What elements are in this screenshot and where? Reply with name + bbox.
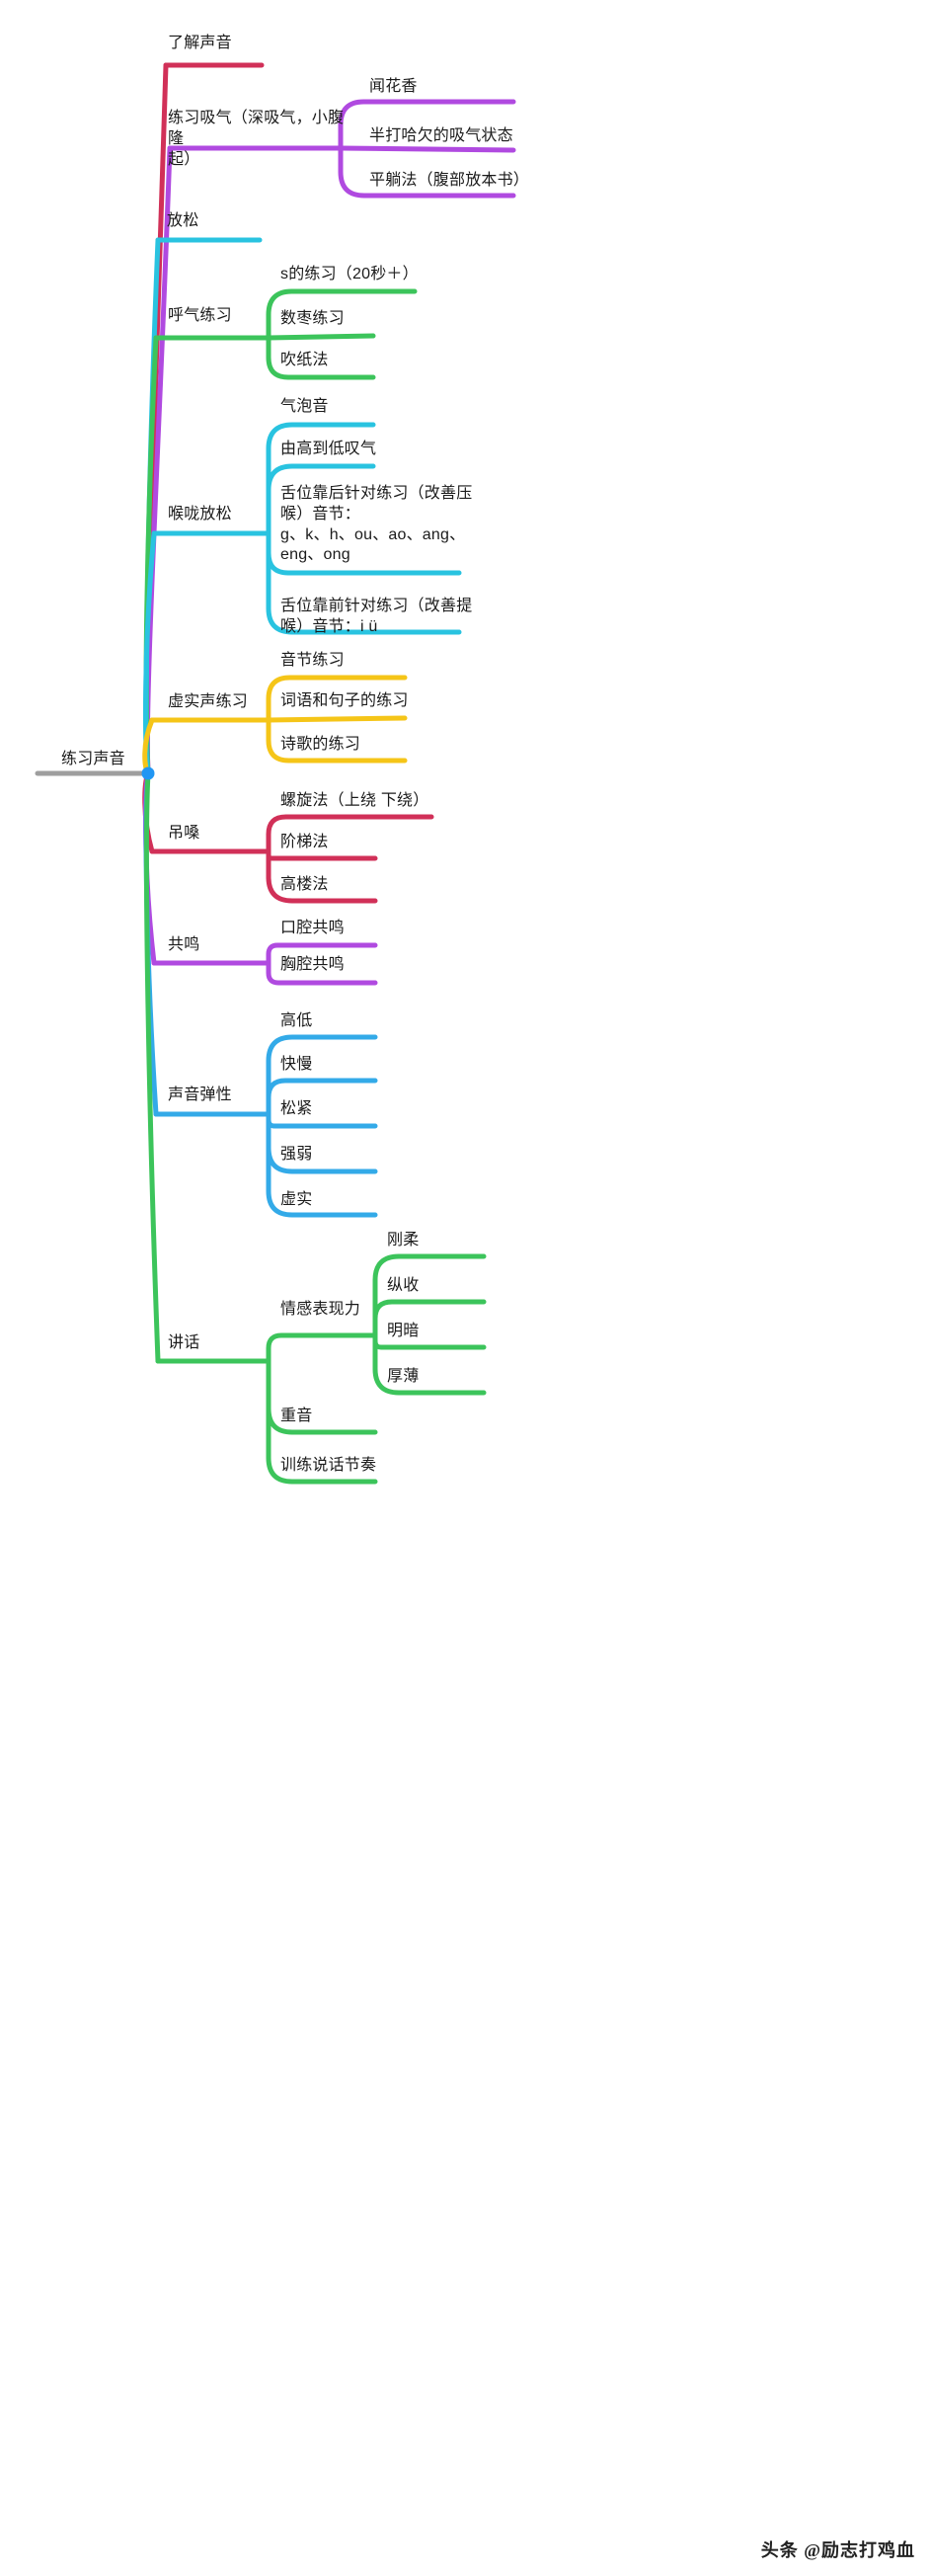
child-connector-xushishenglianxi-1 [266,715,408,723]
child-label-shengyintanxing-0[interactable]: 高低 [280,1012,313,1029]
branch-trunk-jianghua [143,770,161,1364]
child-label-jianghua-0[interactable]: 情感表现力 [280,1301,361,1318]
child-label-houlongfangsong-0[interactable]: 气泡音 [280,398,329,415]
branch-trunk-fangsong [143,237,161,776]
grandchild-label-1[interactable]: 纵收 [387,1277,420,1294]
branch-trunk-liaojieshengyin [144,62,169,776]
branch-label-liaojieshengyin[interactable]: 了解声音 [168,35,232,51]
branch-trunk-lianxixiqi [144,145,173,776]
child-label-lianxixiqi-2[interactable]: 平躺法（腹部放本书） [369,172,530,189]
child-label-shengyintanxing-2[interactable]: 松紧 [280,1100,313,1117]
grandchild-label-0[interactable]: 刚柔 [387,1232,420,1248]
watermark: 头条 @励志打鸡血 [760,2540,915,2560]
child-label-houlongfangsong-1[interactable]: 由高到低叹气 [280,441,377,457]
child-label-huqilianxi-2[interactable]: 吹纸法 [280,352,329,368]
branch-label-jianghua[interactable]: 讲话 [168,1334,200,1351]
child-label-gongming-0[interactable]: 口腔共鸣 [280,920,345,936]
branch-trunk-houlongfangsong [143,530,157,776]
branch-trunk-huqilianxi [143,335,159,776]
child-label-huqilianxi-0[interactable]: s的练习（20秒＋） [280,266,419,282]
child-label-houlongfangsong-3[interactable]: 舌位靠前针对练习（改善提 喉）音节：i ü [280,598,473,635]
branch-trunk-shengyintanxing [143,770,159,1117]
child-label-shengyintanxing-1[interactable]: 快慢 [280,1056,313,1073]
child-label-huqilianxi-1[interactable]: 数枣练习 [280,310,345,327]
child-label-lianxixiqi-0[interactable]: 闻花香 [369,78,418,95]
child-label-diaosang-0[interactable]: 螺旋法（上绕 下绕） [280,792,429,809]
root-label[interactable]: 练习声音 [61,751,125,767]
child-connector-jianghua-0 [266,1332,378,1364]
grandchild-label-3[interactable]: 厚薄 [387,1368,420,1385]
branch-label-diaosang[interactable]: 吊嗓 [168,825,200,842]
branch-label-gongming[interactable]: 共鸣 [168,936,200,953]
branch-label-houlongfangsong[interactable]: 喉咙放松 [168,506,232,523]
child-label-shengyintanxing-3[interactable]: 强弱 [280,1146,313,1163]
child-label-gongming-1[interactable]: 胸腔共鸣 [280,956,345,973]
child-label-jianghua-2[interactable]: 训练说话节奏 [280,1457,377,1474]
child-label-xushishenglianxi-1[interactable]: 词语和句子的练习 [280,692,409,709]
child-label-diaosang-1[interactable]: 阶梯法 [280,834,329,850]
branch-label-shengyintanxing[interactable]: 声音弹性 [168,1087,232,1103]
branch-trunk-gongming [143,770,157,966]
child-label-houlongfangsong-2[interactable]: 舌位靠后针对练习（改善压 喉）音节： g、k、h、ou、ao、ang、 eng、… [280,485,473,564]
child-label-shengyintanxing-4[interactable]: 虚实 [280,1191,313,1208]
branch-label-xushishenglianxi[interactable]: 虚实声练习 [168,693,249,710]
branch-trunk-xushishenglianxi [142,717,155,776]
child-connector-lianxixiqi-1 [338,145,516,153]
root-node-dot[interactable] [141,766,155,780]
child-label-xushishenglianxi-2[interactable]: 诗歌的练习 [280,736,361,753]
branch-label-fangsong[interactable]: 放松 [167,212,199,229]
child-label-jianghua-1[interactable]: 重音 [280,1408,313,1424]
child-label-diaosang-2[interactable]: 高楼法 [280,876,329,893]
branch-label-huqilianxi[interactable]: 呼气练习 [168,307,232,324]
child-label-lianxixiqi-1[interactable]: 半打哈欠的吸气状态 [369,127,513,144]
branch-label-lianxixiqi[interactable]: 练习吸气（深吸气，小腹隆 起） [168,110,345,168]
grandchild-label-2[interactable]: 明暗 [387,1323,420,1339]
child-connector-huqilianxi-1 [266,333,376,341]
child-label-xushishenglianxi-0[interactable]: 音节练习 [280,652,345,669]
branch-trunk-diaosang [142,770,155,854]
